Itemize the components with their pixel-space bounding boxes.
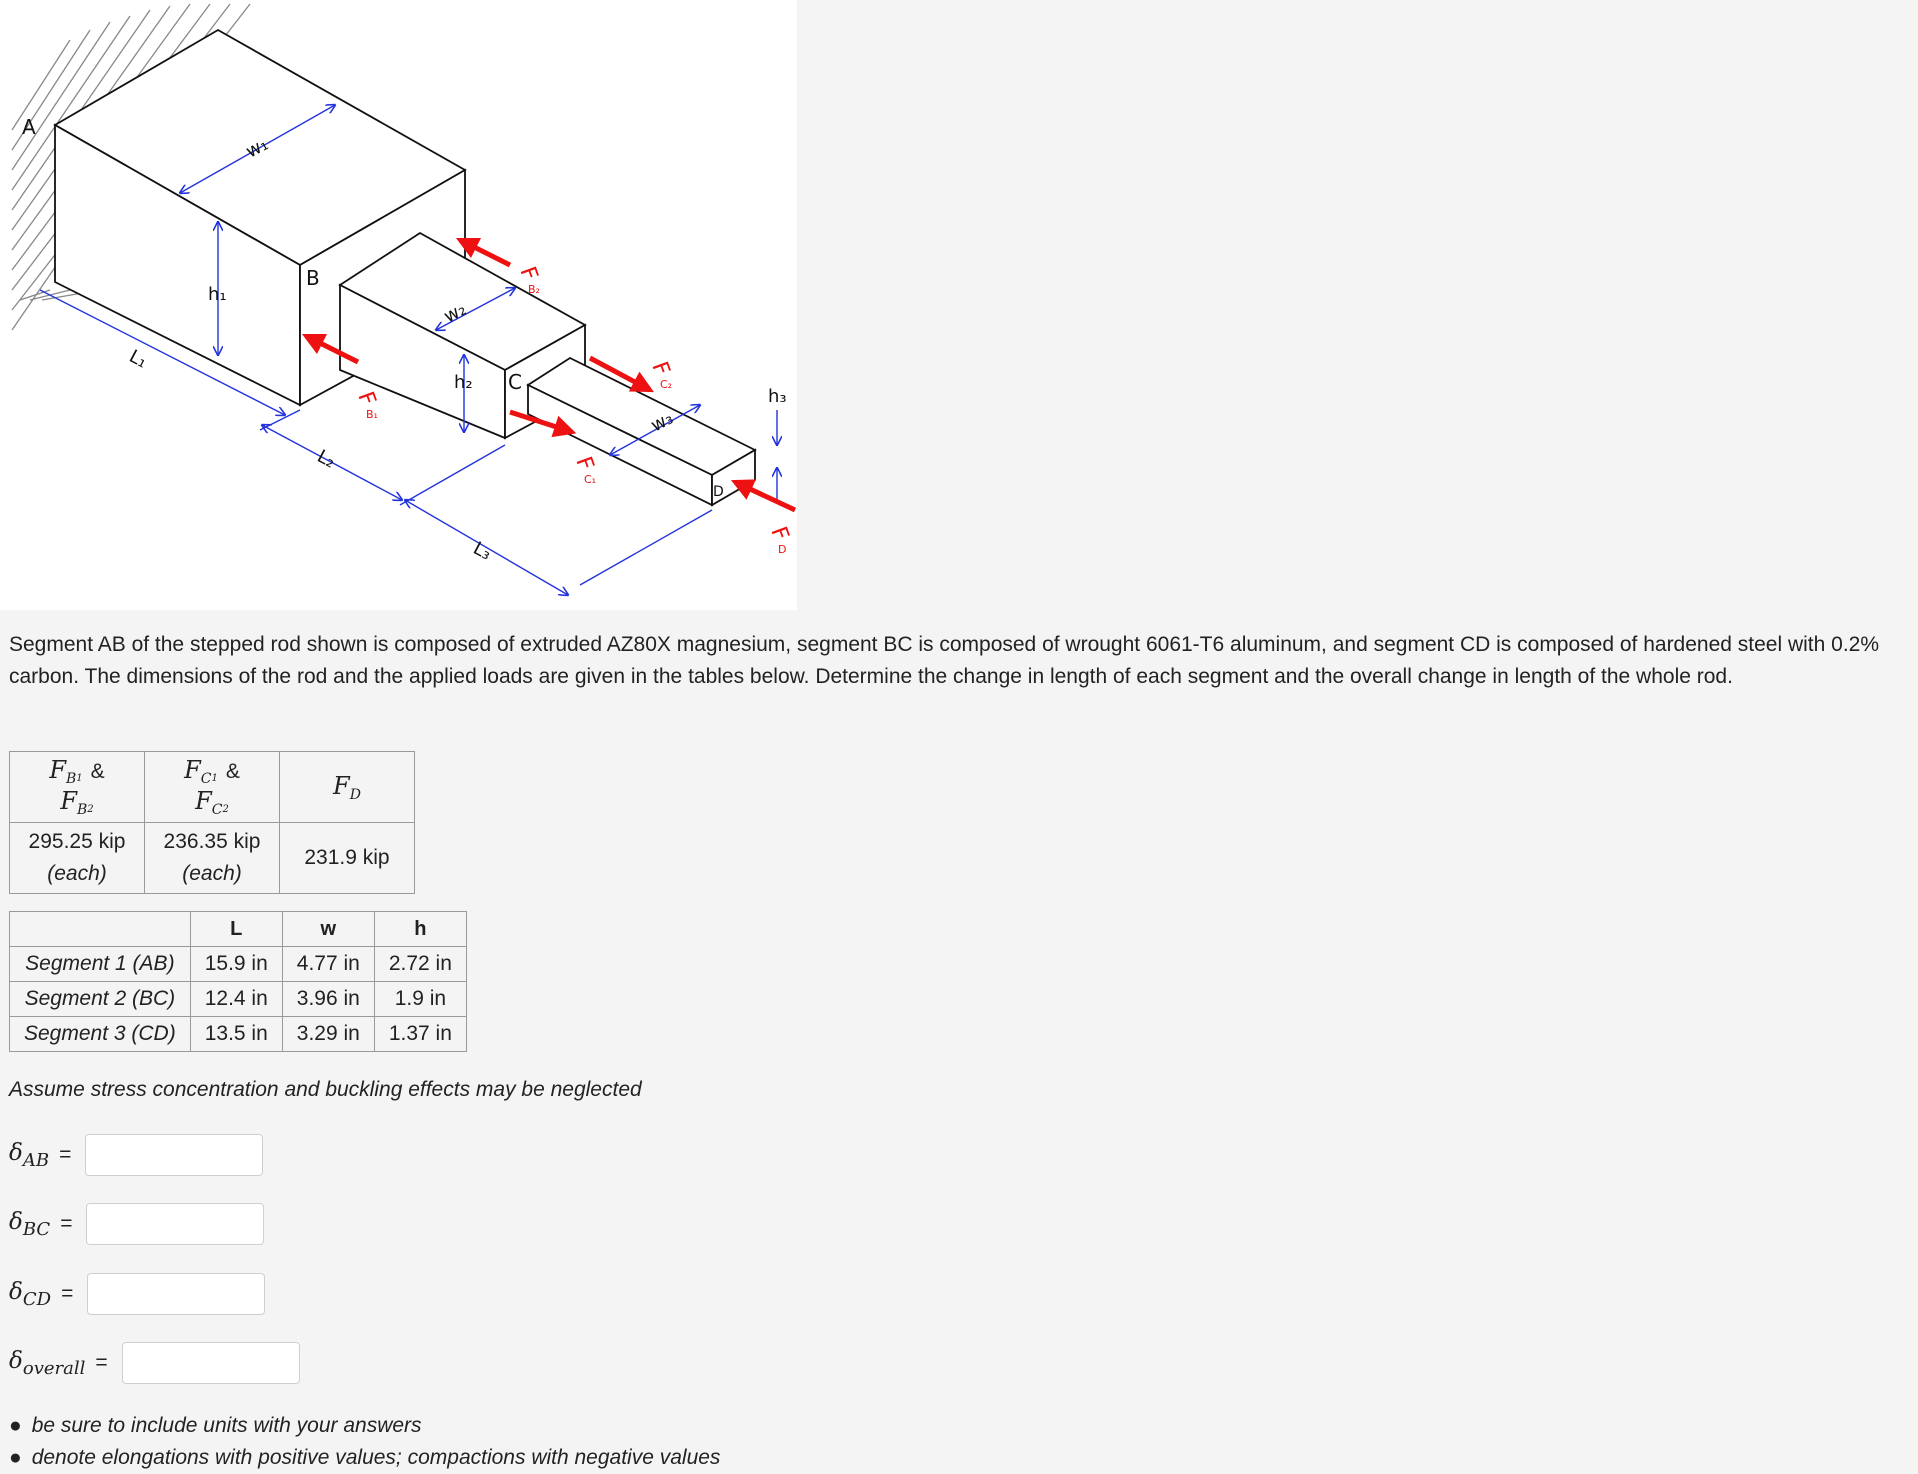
label-l2: L₂ — [314, 446, 339, 473]
answer-row-bc: δBC = — [9, 1200, 265, 1248]
label-fb2: F — [514, 264, 542, 284]
loads-table: FB1& FB2 FC1& FC2 FD 295.25 kip (each) 2… — [9, 751, 415, 894]
label-l1: L₁ — [126, 346, 151, 373]
dims-header-l: L — [189, 911, 283, 947]
label-d: D — [713, 484, 724, 500]
header-fc: FC1& FC2 — [144, 751, 280, 823]
segment-width: 3.29 in — [281, 1016, 375, 1052]
dimensions-table: L w h Segment 1 (AB) 15.9 in 4.77 in 2.7… — [9, 911, 467, 1052]
load-value-fd: 231.9 kip — [279, 822, 415, 894]
segment-height: 1.37 in — [373, 1016, 467, 1052]
segment-width: 3.96 in — [281, 981, 375, 1017]
delta-overall-input[interactable] — [121, 1342, 300, 1384]
bullet-icon: ● — [9, 1414, 22, 1437]
load-value-fc: 236.35 kip (each) — [144, 822, 280, 894]
answer-row-cd: δCD = — [9, 1270, 266, 1318]
label-a: A — [22, 115, 36, 139]
label-fd: F — [765, 524, 793, 544]
table-row: Segment 1 (AB) 15.9 in 4.77 in 2.72 in — [9, 946, 467, 982]
delta-bc-input[interactable] — [86, 1203, 265, 1245]
label-fc2: F — [646, 359, 674, 379]
load-value-fb: 295.25 kip (each) — [9, 822, 145, 894]
table-row: Segment 2 (BC) 12.4 in 3.96 in 1.9 in — [9, 981, 467, 1017]
delta-ab-input[interactable] — [85, 1134, 264, 1176]
segment-height: 1.9 in — [373, 981, 467, 1017]
label-l3: L₃ — [470, 538, 495, 565]
answer-row-overall: δoverall = — [9, 1339, 300, 1387]
segment-name: Segment 2 (BC) — [9, 981, 191, 1017]
delta-ab-label: δAB — [9, 1139, 50, 1171]
label-h1: h₁ — [208, 284, 227, 305]
dimension-lines — [39, 105, 777, 595]
label-h3: h₃ — [768, 386, 787, 407]
delta-cd-input[interactable] — [87, 1273, 266, 1315]
delta-overall-label: δoverall — [9, 1347, 86, 1379]
label-fc1: F — [570, 454, 598, 474]
label-fb2-sub: B₂ — [528, 283, 540, 296]
instruction-bullets: ●be sure to include units with your answ… — [9, 1410, 720, 1474]
segment-cd-box — [526, 356, 757, 507]
stepped-rod-figure: A B C D w₁ w₂ w₃ h₁ h₂ h₃ L₁ L₂ L₃ F B₂ … — [0, 0, 797, 610]
label-fc1-sub: C₁ — [584, 473, 596, 486]
dims-header-w: w — [281, 911, 375, 947]
header-fb: FB1& FB2 — [9, 751, 145, 823]
dims-header-blank — [9, 911, 191, 947]
header-fd: FD — [279, 751, 415, 823]
answer-row-ab: δAB = — [9, 1131, 264, 1179]
segment-name: Segment 3 (CD) — [9, 1016, 191, 1052]
segment-length: 12.4 in — [189, 981, 283, 1017]
list-item: ●denote elongations with positive values… — [9, 1446, 721, 1469]
list-item: ●be sure to include units with your answ… — [9, 1414, 422, 1437]
problem-statement: Segment AB of the stepped rod shown is c… — [9, 633, 1880, 688]
assumption-note: Assume stress concentration and buckling… — [9, 1078, 642, 1101]
table-row: Segment 3 (CD) 13.5 in 3.29 in 1.37 in — [9, 1016, 467, 1052]
segment-name: Segment 1 (AB) — [9, 946, 191, 982]
delta-bc-label: δBC — [9, 1208, 51, 1240]
label-c: C — [508, 370, 522, 394]
delta-cd-label: δCD — [9, 1278, 52, 1310]
stepped-rod-diagram: A B C D w₁ w₂ w₃ h₁ h₂ h₃ L₁ L₂ L₃ F B₂ … — [11, 3, 797, 610]
segment-length: 15.9 in — [189, 946, 283, 982]
label-fd-sub: D — [778, 543, 786, 556]
label-fb1: F — [352, 389, 380, 409]
segment-width: 4.77 in — [281, 946, 375, 982]
label-fc2-sub: C₂ — [660, 378, 672, 391]
label-fb1-sub: B₁ — [366, 408, 378, 421]
force-arrows — [301, 237, 797, 513]
bullet-icon: ● — [9, 1446, 22, 1469]
label-h2: h₂ — [454, 372, 473, 393]
segment-height: 2.72 in — [373, 946, 467, 982]
dims-header-h: h — [373, 911, 467, 947]
segment-length: 13.5 in — [189, 1016, 283, 1052]
label-b: B — [306, 266, 320, 290]
